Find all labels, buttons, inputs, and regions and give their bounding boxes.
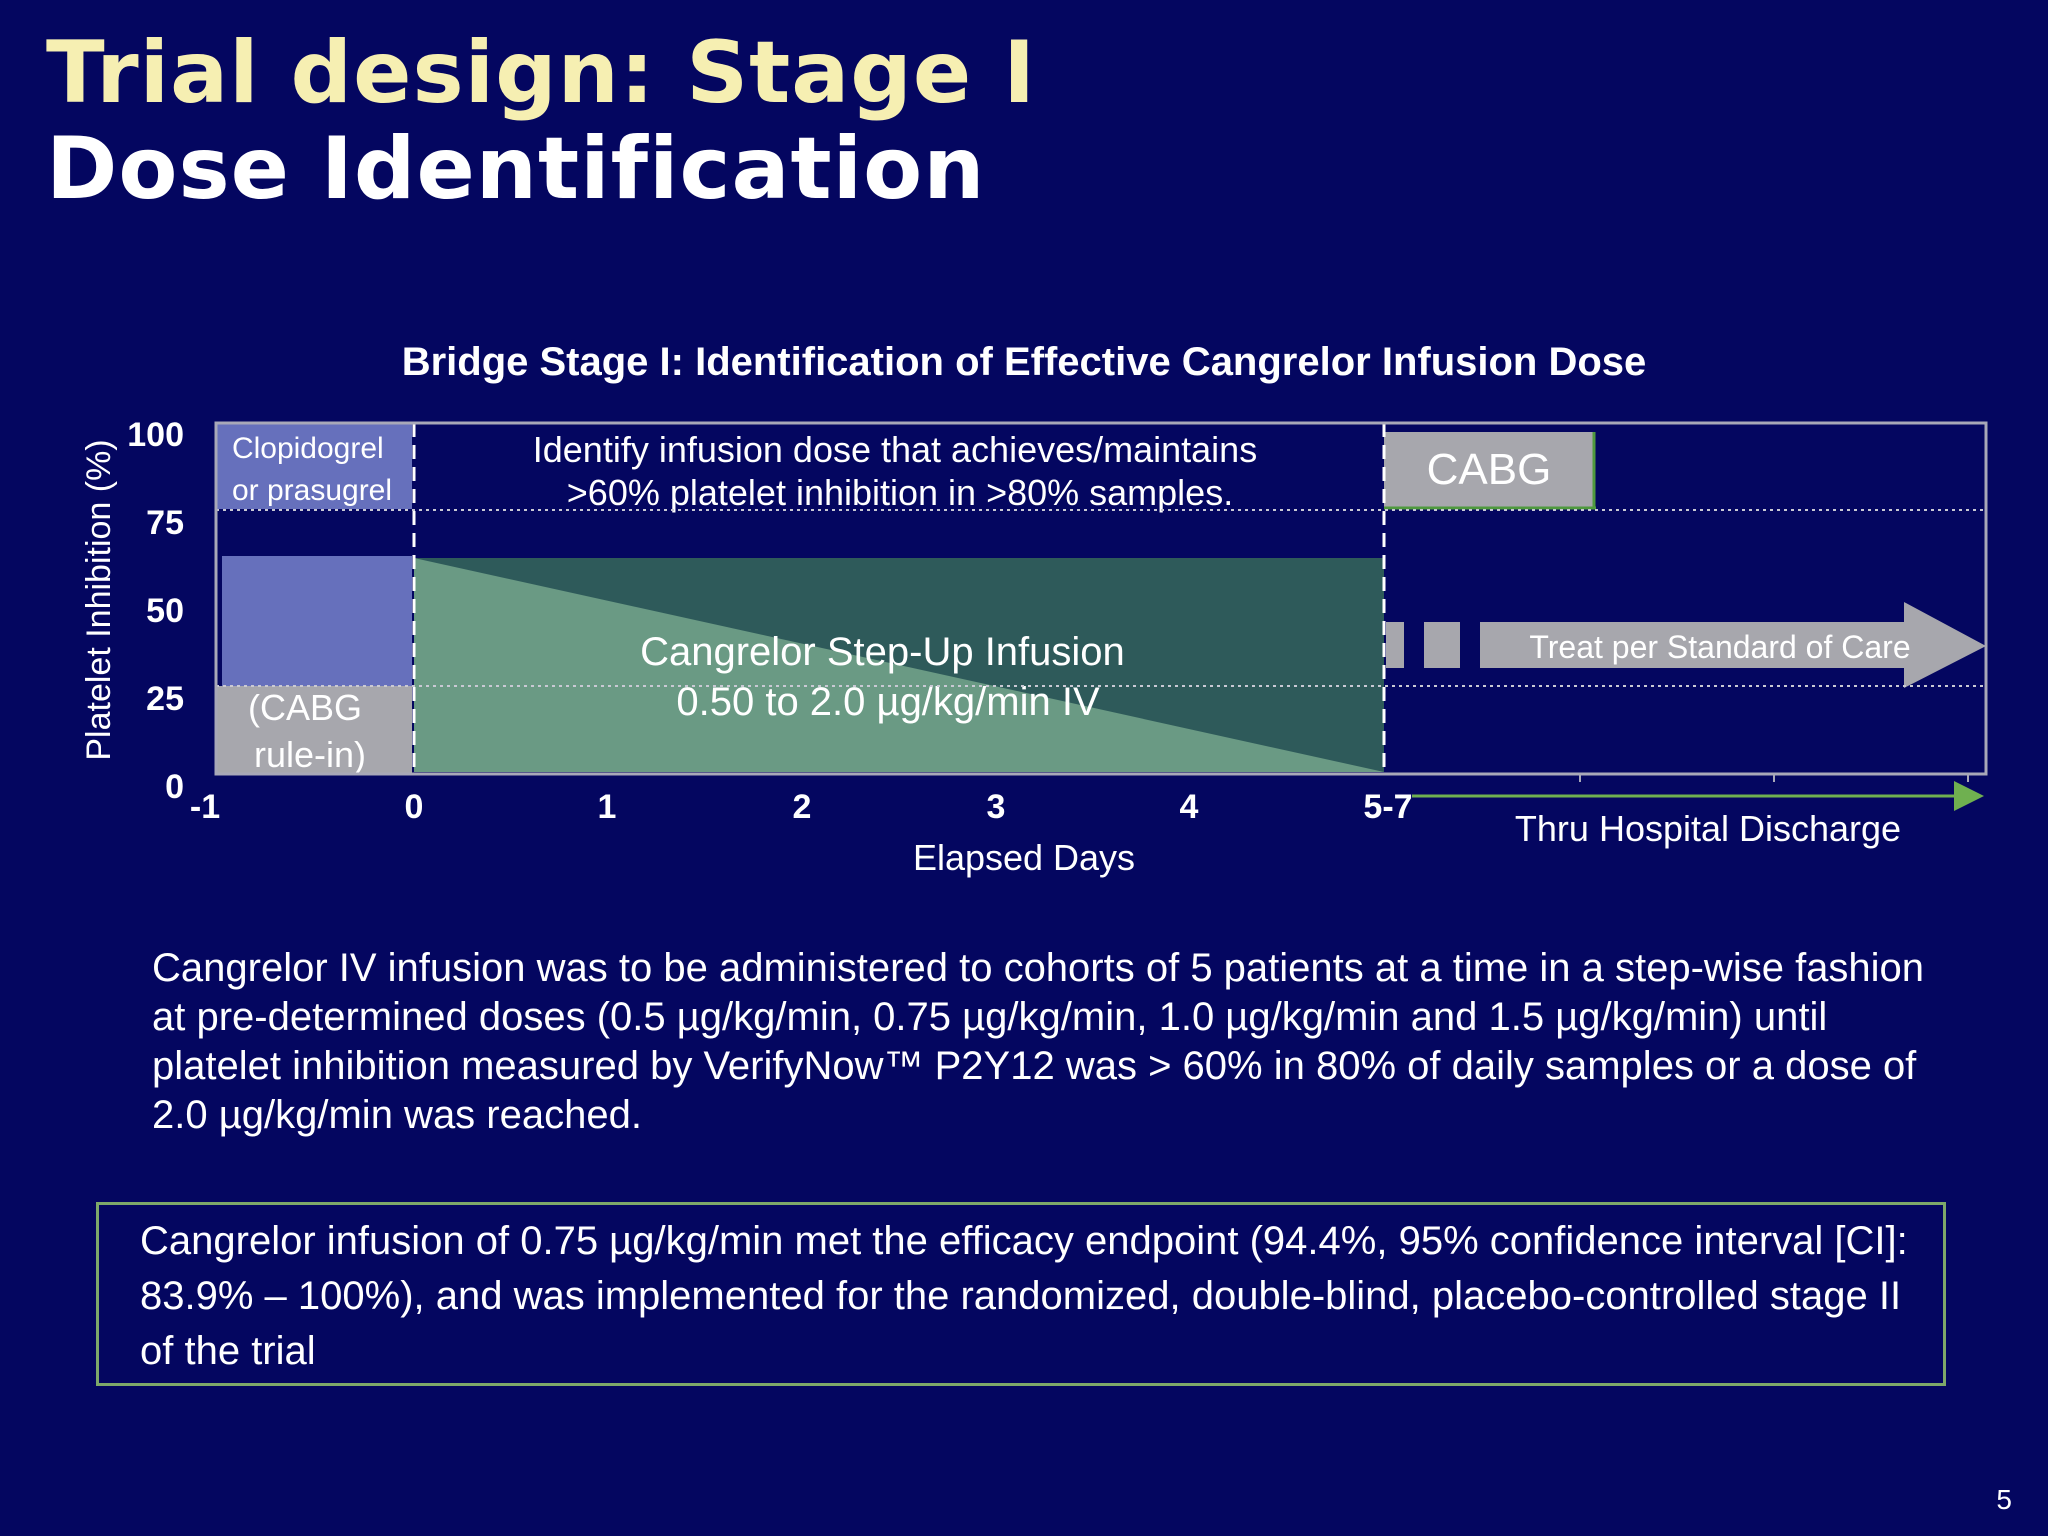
slide-title-line1: Trial design: Stage I [46,23,1037,123]
page-number: 5 [1996,1484,2012,1515]
standard-care-dash-2 [1424,622,1460,668]
x-tick-3: 3 [987,788,1006,826]
cabg-label: CABG [1427,445,1552,494]
y-tick-100: 100 [127,416,184,454]
goal-text: Identify infusion dose that achieves/mai… [533,429,1267,513]
x-tick-2: 2 [793,788,812,826]
y-tick-50: 50 [146,592,184,630]
pre-phase-label: Clopidogrel or prasugrel [232,432,392,507]
cabg-box [1384,432,1594,508]
conclusion-box [96,1202,1946,1386]
diagram-title: Bridge Stage I: Identification of Effect… [402,340,1647,384]
rule-in-label: (CABG rule-in) [248,687,372,775]
standard-care-arrow [1480,602,1986,688]
standard-care-dash-1 [1386,622,1404,668]
x-tick-minus1: -1 [190,788,220,826]
y-axis-label: Platelet Inhibition (%) [80,439,118,760]
standard-care-label: Treat per Standard of Care [1529,629,1910,665]
slide-title-line2: Dose Identification [46,119,986,219]
x-axis-label: Elapsed Days [913,837,1135,878]
body-paragraph: Cangrelor IV infusion was to be administ… [152,946,1925,1137]
infusion-label: Cangrelor Step-Up Infusion 0.50 to 2.0 µ… [640,630,1136,724]
x-tick-1: 1 [598,788,617,826]
discharge-label: Thru Hospital Discharge [1515,808,1901,849]
y-tick-25: 25 [146,680,184,718]
plot-frame [214,421,1988,776]
infusion-region-ramp [414,558,1384,772]
x-tick-0: 0 [405,788,424,826]
rule-in-box [216,686,412,774]
pre-phase-top-box [216,423,412,509]
x-tick-4: 4 [1180,788,1199,826]
pre-phase-block [222,556,412,686]
y-tick-75: 75 [146,504,184,542]
conclusion-text: Cangrelor infusion of 0.75 µg/kg/min met… [140,1219,1908,1373]
y-tick-0: 0 [165,768,184,806]
trial-design-diagram: Bridge Stage I: Identification of Effect… [80,340,1988,878]
x-tick-5-7: 5-7 [1363,788,1412,826]
